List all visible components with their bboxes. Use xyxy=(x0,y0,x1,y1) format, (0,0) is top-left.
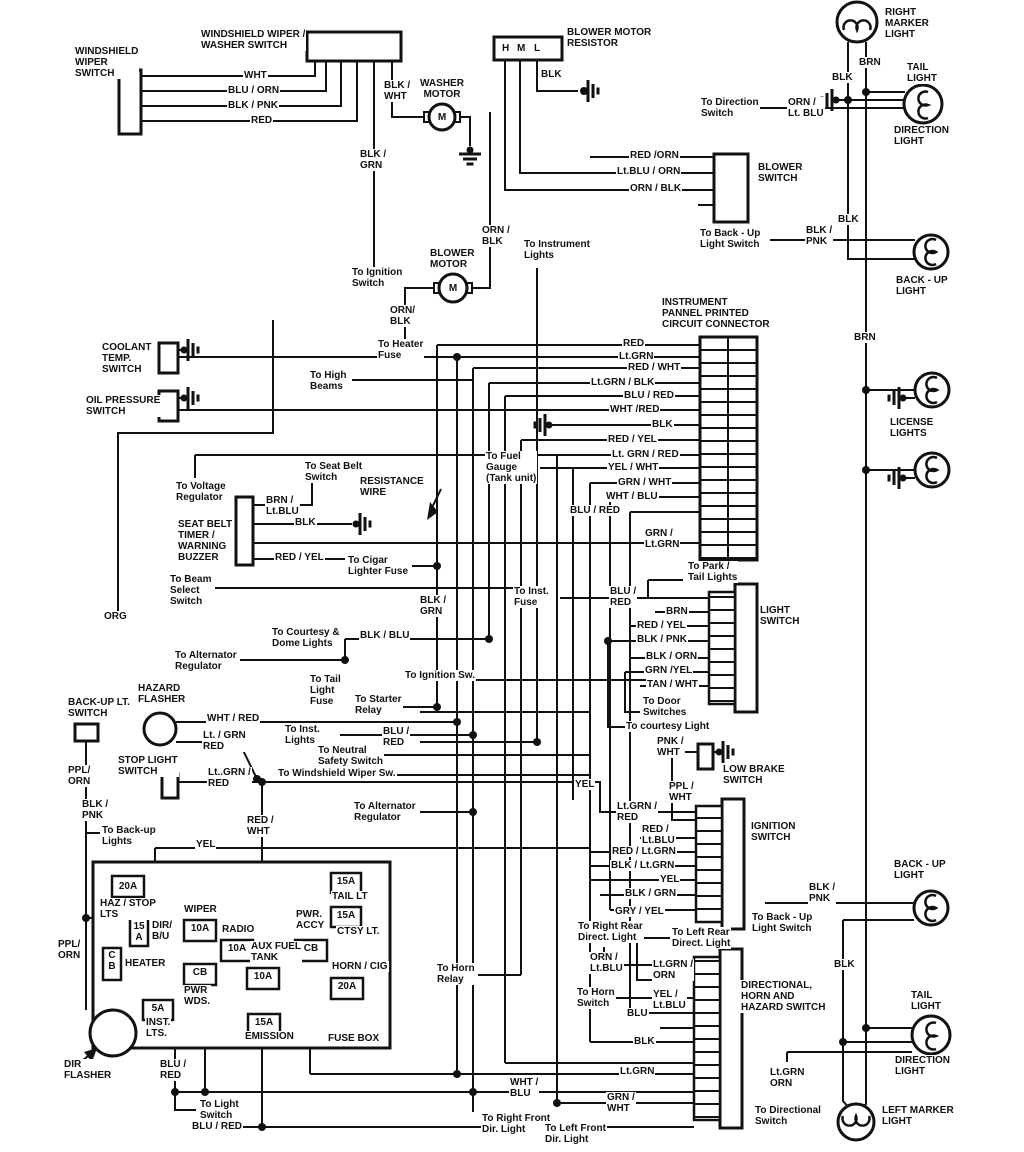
resistance-wire-arrow xyxy=(427,502,438,520)
light-switch-plate xyxy=(733,582,759,714)
seat-belt-timer-box xyxy=(234,495,255,567)
fuse-15a-dir-box xyxy=(128,916,150,948)
fuse-10a-radio-box xyxy=(219,938,255,963)
ground-oil xyxy=(179,385,200,411)
ground-low-brake xyxy=(714,739,735,765)
ignition-switch-plate xyxy=(720,797,746,931)
connectors xyxy=(692,335,759,1130)
dir-flasher-arrow xyxy=(84,1048,97,1062)
windshield-wiper-switch-box xyxy=(117,68,143,136)
ground-washer-motor xyxy=(457,145,483,166)
fuse-20a-haz-box xyxy=(110,874,146,899)
ignition-switch-connector xyxy=(694,804,724,924)
ground-seat-belt xyxy=(351,511,372,537)
blower-switch-box xyxy=(712,152,750,224)
directional-switch-plate xyxy=(718,947,744,1130)
blower-motor-resistor-box xyxy=(492,35,564,62)
bulbs-and-motors xyxy=(88,0,952,1142)
arrowheads xyxy=(84,502,438,1062)
wiper-washer-switch-box xyxy=(305,30,403,63)
fuse-15a-emission-box xyxy=(246,1012,282,1036)
fuse-5a-box xyxy=(141,998,175,1022)
hazard-flasher-circle xyxy=(142,711,178,747)
washer-motor-circle xyxy=(427,102,457,132)
low-brake-switch-box xyxy=(696,742,715,771)
fuse-10a-wiper-box xyxy=(182,918,218,943)
blower-motor-circle xyxy=(437,272,469,304)
fuse-cb-heater-box xyxy=(101,946,123,982)
coolant-temp-switch-box xyxy=(157,341,180,375)
fuse-cb-pwr-box xyxy=(182,962,218,987)
fuse-cb-accy-box xyxy=(293,938,329,963)
stop-light-switch-box xyxy=(160,772,180,800)
fuse-15a-ctsy-box xyxy=(329,905,363,929)
directional-switch-connector xyxy=(692,955,722,1122)
backup-lt-switch-box xyxy=(73,722,100,743)
fuse-10a-aux-box xyxy=(245,966,281,991)
junction-dots xyxy=(82,87,870,1131)
oil-pressure-switch-box xyxy=(157,389,180,423)
ground-resistor xyxy=(579,78,600,104)
dir-flasher-circle xyxy=(88,1008,138,1058)
fuse-15a-tail-box xyxy=(329,871,363,895)
right-marker-light-bulb xyxy=(835,0,879,44)
fuse-20a-horn-box xyxy=(329,976,365,1001)
light-switch-connector xyxy=(707,590,737,706)
